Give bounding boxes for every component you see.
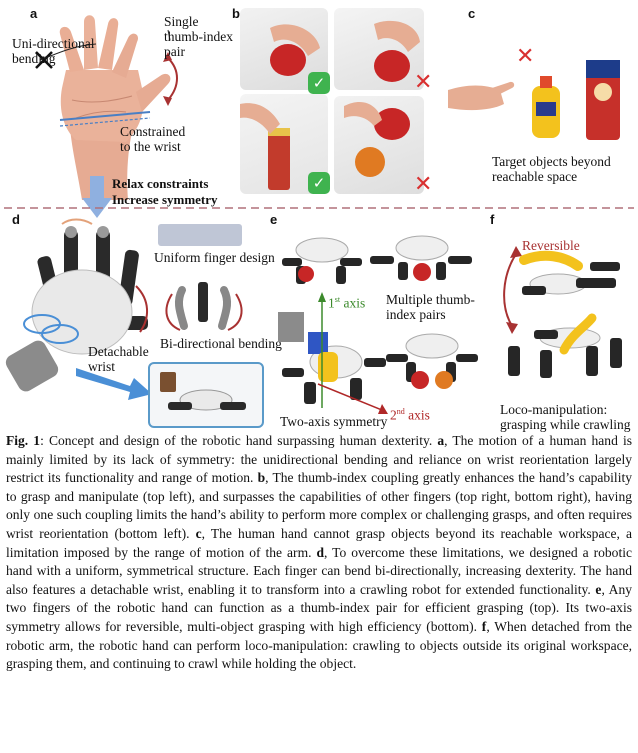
x-icon: ✕ [414,70,433,95]
finger-module-photo [158,224,242,246]
robot-grasp-photo-3 [386,333,478,389]
detach-arrow-icon [76,368,152,400]
detachable-wrist-label: Detachable wrist [88,344,149,374]
check-icon: ✓ [308,72,330,94]
loco-manipulation-photos [503,246,622,378]
caption-fig-label: Fig. 1 [6,433,41,448]
uniform-finger-label: Uniform finger design [154,250,275,265]
increase-text: Increase symmetry [112,192,218,207]
crawling-robot-inset [148,362,264,428]
robot-grasp-photo-2 [370,235,472,281]
grasp-photo-top-right [334,8,424,90]
relax-text: Relax constraints [112,176,209,191]
constrained-label: Constrained to the wrist [120,124,186,154]
two-axis-photo [278,292,388,414]
panel-f-letter: f [490,212,495,227]
uni-directional-label: Uni-directional bending [12,36,95,66]
first-axis-label: 1st axis [328,295,366,311]
figure-caption: Fig. 1: Concept and design of the roboti… [6,433,632,672]
panel-e-letter: e [270,212,278,227]
down-arrow-icon [82,176,112,218]
bidirectional-label: Bi-directional bending [160,336,282,351]
human-hand-illustration [35,15,178,200]
single-pair-label: Single thumb-index pair [164,14,233,59]
target-objects-label: Target objects beyond reachable space [492,154,611,184]
panel-a-letter: a [30,6,38,21]
grasp-photo-bottom-right [334,96,424,194]
robot-grasp-photo-1 [282,237,362,284]
panel-c-letter: c [468,6,476,21]
panel-b-letter: b [232,6,240,21]
check-icon: ✓ [308,172,330,194]
two-axis-label: Two-axis symmetry [280,414,388,429]
reach-objects-illustration [448,60,620,140]
bidirectional-bending-icon [165,282,243,331]
panel-d-letter: d [12,212,20,227]
second-axis-label: 2nd axis [390,407,430,423]
x-icon: ✕ [516,44,535,69]
loco-manipulation-label: Loco-manipulation: grasping while crawli… [500,402,631,432]
x-icon: ✕ [414,172,433,197]
multiple-pairs-label: Multiple thumb- index pairs [386,292,475,322]
reversible-label: Reversible [522,238,580,253]
section-divider [4,207,634,209]
robotic-hand-d [5,218,148,392]
